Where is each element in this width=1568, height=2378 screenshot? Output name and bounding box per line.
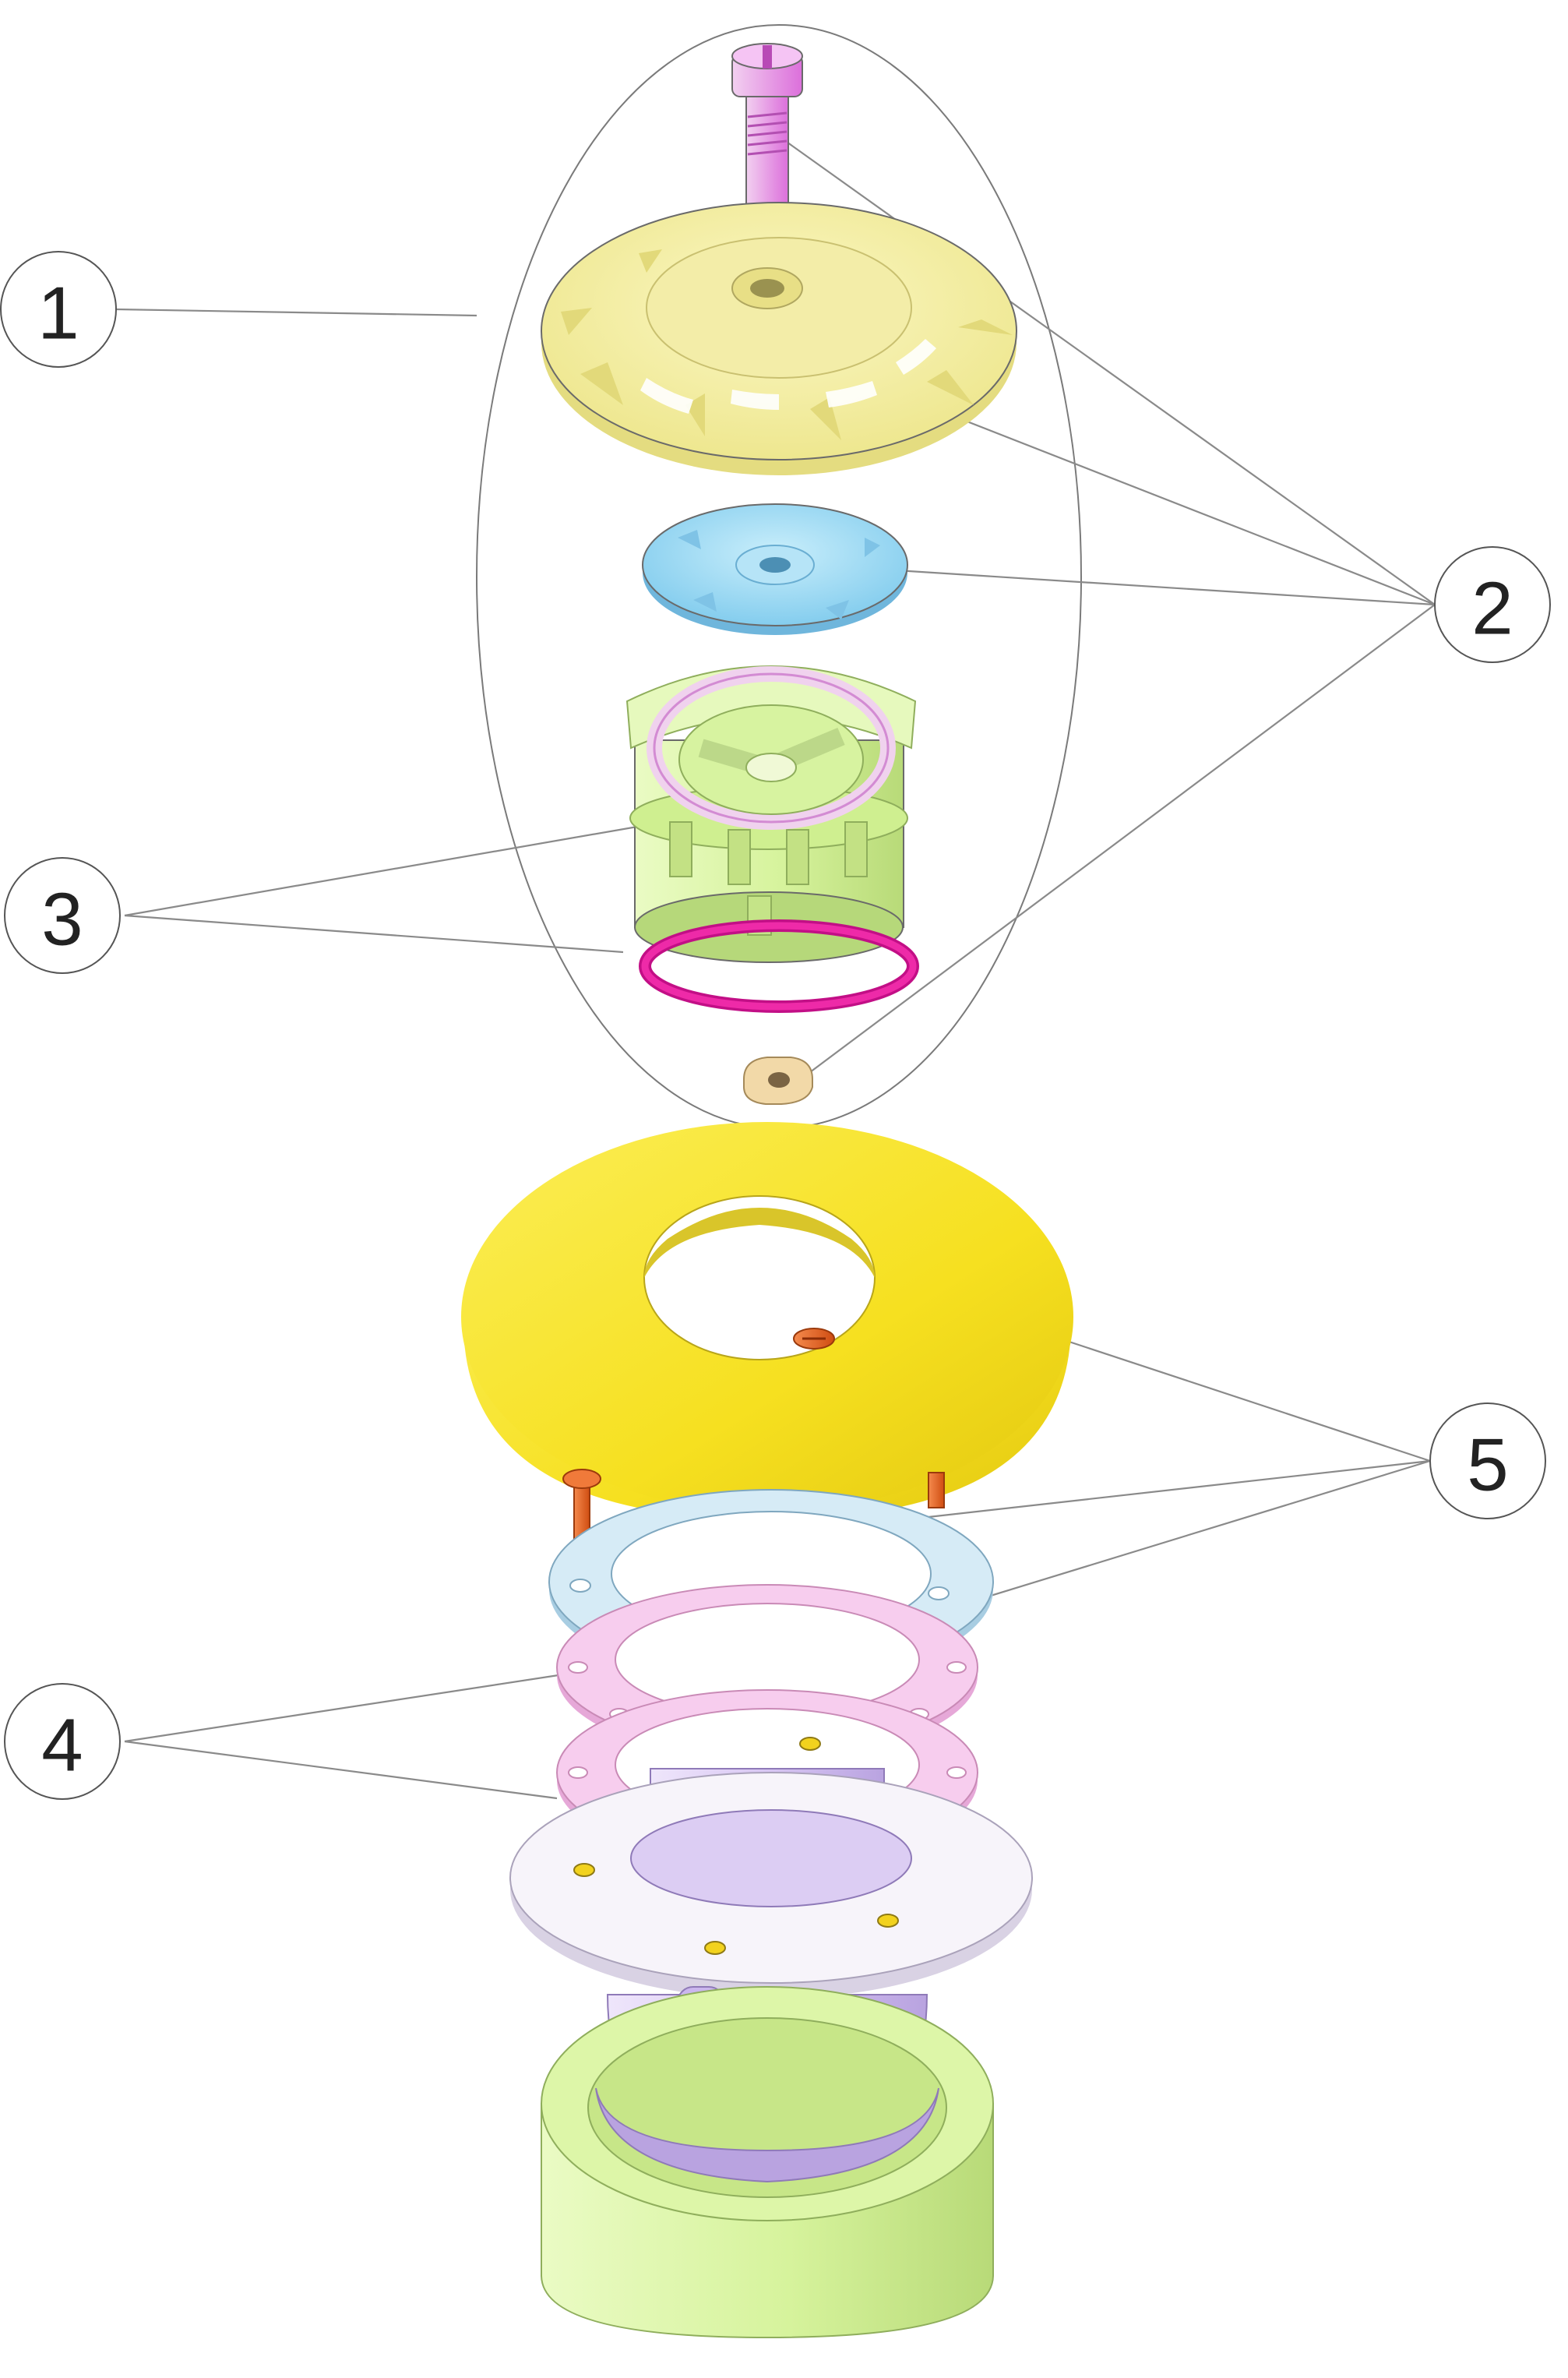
- callout-3: 3: [4, 857, 121, 974]
- diffuser-disk: [642, 503, 908, 635]
- callout-4: 4: [4, 1683, 121, 1800]
- cover-ring: [461, 1122, 1073, 1519]
- outlet-grille: [541, 202, 1017, 475]
- callout-5: 5: [1429, 1402, 1546, 1519]
- callout-5-label: 5: [1467, 1424, 1508, 1507]
- leader-lines: [116, 136, 1436, 1800]
- callout-4-label: 4: [41, 1704, 83, 1787]
- screw-right: [928, 1472, 945, 1508]
- slotted-screw: [731, 43, 803, 234]
- nozzle-cage: [625, 665, 917, 963]
- screw-top-center: [793, 1328, 835, 1350]
- base-flange: [509, 1737, 1033, 1999]
- callout-2: 2: [1434, 546, 1551, 663]
- base-collar: [541, 1986, 994, 2339]
- callout-3-label: 3: [41, 878, 83, 961]
- callout-1-label: 1: [37, 272, 79, 355]
- retaining-clip: [743, 1057, 813, 1105]
- callout-1: 1: [0, 251, 117, 368]
- callout-2-label: 2: [1471, 567, 1513, 651]
- o-ring: [639, 919, 919, 1013]
